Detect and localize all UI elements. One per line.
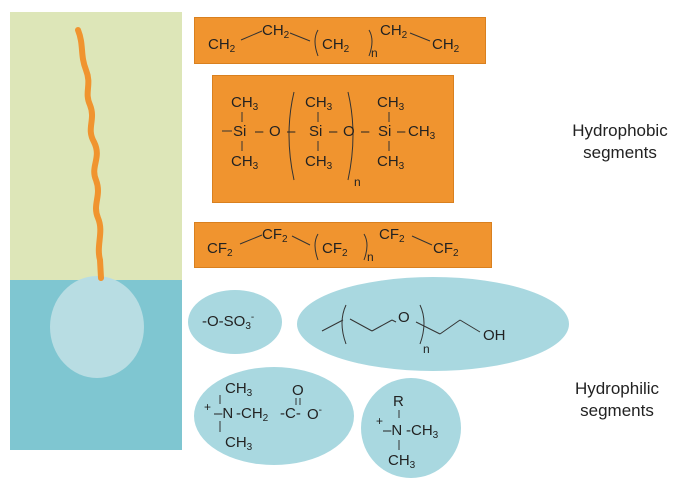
siloxane-ch3-top-2: CH3 bbox=[305, 94, 333, 113]
fluorocarbon-cf2-2: CF2 bbox=[262, 226, 288, 245]
siloxane-ch3-bottom-1: CH3 bbox=[231, 153, 259, 172]
ammonium-ch3-bottom: CH3 bbox=[388, 452, 416, 471]
peg-hydroxyl: OH bbox=[483, 327, 506, 344]
betaine-plus: + bbox=[204, 400, 212, 414]
surfactant-head bbox=[50, 276, 144, 378]
betaine-nitrogen: –N bbox=[214, 405, 234, 422]
siloxane-ch3-bottom-2: CH3 bbox=[305, 153, 333, 172]
hydrocarbon-n: n bbox=[371, 46, 378, 60]
betaine-ellipse bbox=[194, 367, 354, 465]
ammonium-ch3-right: -CH3 bbox=[406, 422, 439, 441]
siloxane-bond-1: – bbox=[255, 123, 264, 140]
ammonium-r: R bbox=[393, 393, 404, 410]
hydrophilic-label-line2: segments bbox=[580, 401, 654, 420]
betaine-carbon: -C- bbox=[280, 405, 301, 422]
betaine-ch3-bottom: CH3 bbox=[225, 434, 253, 453]
hydrophilic-label-line1: Hydrophilic bbox=[574, 379, 660, 398]
siloxane-si-1: Si bbox=[233, 123, 247, 140]
siloxane-o-1: O bbox=[269, 123, 281, 140]
siloxane-bond-4: – bbox=[361, 123, 370, 140]
betaine-oxygen-top: O bbox=[292, 382, 304, 399]
betaine-ch3-top: CH3 bbox=[225, 380, 253, 399]
ammonium-nitrogen: –N bbox=[383, 422, 403, 439]
hydrocarbon-ch2-4: CH2 bbox=[432, 36, 460, 55]
hydrocarbon-chain-box bbox=[194, 17, 486, 64]
peg-oxygen: O bbox=[398, 309, 410, 326]
hydrocarbon-ch2-1: CH2 bbox=[208, 36, 236, 55]
siloxane-n: n bbox=[354, 175, 361, 189]
hydrocarbon-ch2-3: CH2 bbox=[380, 22, 408, 41]
ammonium-ellipse bbox=[361, 378, 461, 478]
fluorocarbon-cf2-4: CF2 bbox=[433, 240, 459, 259]
fluorocarbon-cf2-1: CF2 bbox=[207, 240, 233, 259]
siloxane-si-2: Si bbox=[309, 123, 323, 140]
siloxane-si-3: Si bbox=[378, 123, 392, 140]
fluorocarbon-n: n bbox=[367, 250, 374, 264]
betaine-oxygen-end: O- bbox=[307, 405, 323, 423]
hydrophobic-label-line2: segments bbox=[583, 143, 657, 162]
hydrophobic-label-line1: Hydrophobic bbox=[572, 121, 668, 140]
ammonium-plus: + bbox=[376, 414, 384, 428]
siloxane-ch3-top-1: CH3 bbox=[231, 94, 259, 113]
siloxane-bond-5: – bbox=[397, 123, 406, 140]
siloxane-o-2: O bbox=[343, 123, 355, 140]
fluorocarbon-chain-box bbox=[194, 222, 492, 268]
hydrophilic-label: Hydrophilic segments bbox=[552, 378, 682, 422]
siloxane-bond-2: – bbox=[287, 123, 296, 140]
betaine-ch2: -CH2 bbox=[236, 405, 269, 424]
siloxane-ch3-end: CH3 bbox=[408, 123, 436, 142]
siloxane-chain-box bbox=[212, 75, 454, 203]
hydrocarbon-ch2-repeat: CH2 bbox=[322, 36, 350, 55]
sulfate-group: -O-SO3- bbox=[202, 312, 255, 332]
siloxane-ch3-bottom-3: CH3 bbox=[377, 153, 405, 172]
peg-n: n bbox=[423, 342, 430, 356]
sulfate-ellipse bbox=[188, 290, 282, 354]
siloxane-bond-3: – bbox=[329, 123, 338, 140]
siloxane-ch3-top-3: CH3 bbox=[377, 94, 405, 113]
fluorocarbon-cf2-repeat: CF2 bbox=[322, 240, 348, 259]
hydrophobic-label: Hydrophobic segments bbox=[555, 120, 685, 164]
hydrocarbon-ch2-2: CH2 bbox=[262, 22, 290, 41]
fluorocarbon-cf2-3: CF2 bbox=[379, 226, 405, 245]
